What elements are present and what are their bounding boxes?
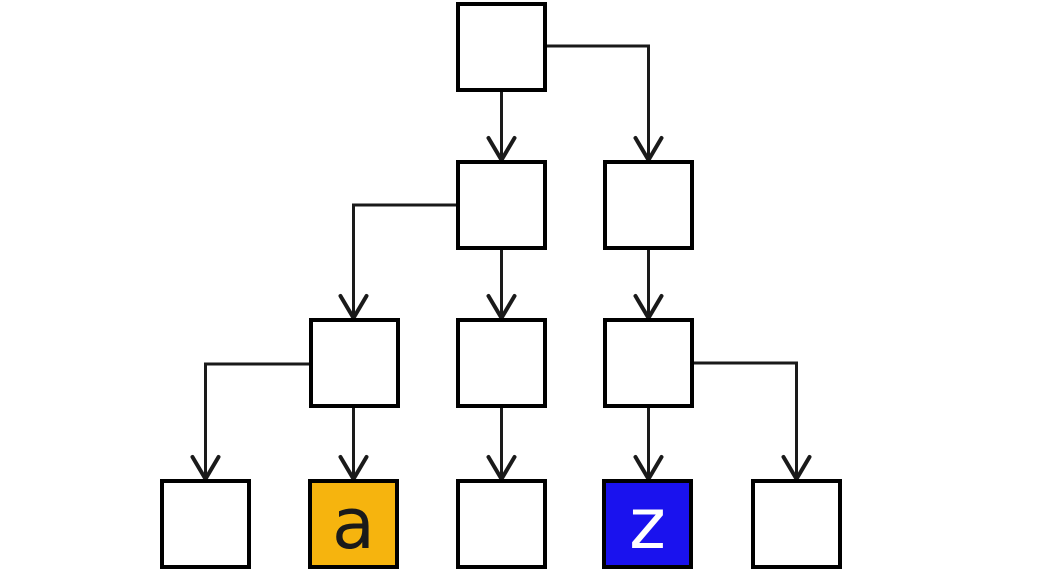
tree-node-leaf-2 <box>456 479 547 569</box>
tree-node-leaf-1 <box>160 479 251 569</box>
tree-node-level3-mid <box>456 318 547 408</box>
tree-node-label-leaf-a: a <box>332 483 375 565</box>
edge-level3-right-to-leaf-3 <box>692 361 798 479</box>
edge-level3-left-to-leaf-1 <box>204 362 311 479</box>
tree-node-level2-left <box>456 160 547 250</box>
tree-node-level3-right <box>603 318 694 408</box>
tree-node-level3-left <box>309 318 400 408</box>
tree-node-leaf-a <box>308 479 399 569</box>
tree-node-label-leaf-z: z <box>629 483 666 565</box>
edge-level2-left-to-level3-left <box>352 203 458 318</box>
edge-root-to-level2-right <box>545 44 650 160</box>
tree-node-leaf-3 <box>751 479 842 569</box>
tree-node-root <box>456 2 547 92</box>
tree-node-level2-right <box>603 160 694 250</box>
tree-node-leaf-z <box>602 479 693 569</box>
